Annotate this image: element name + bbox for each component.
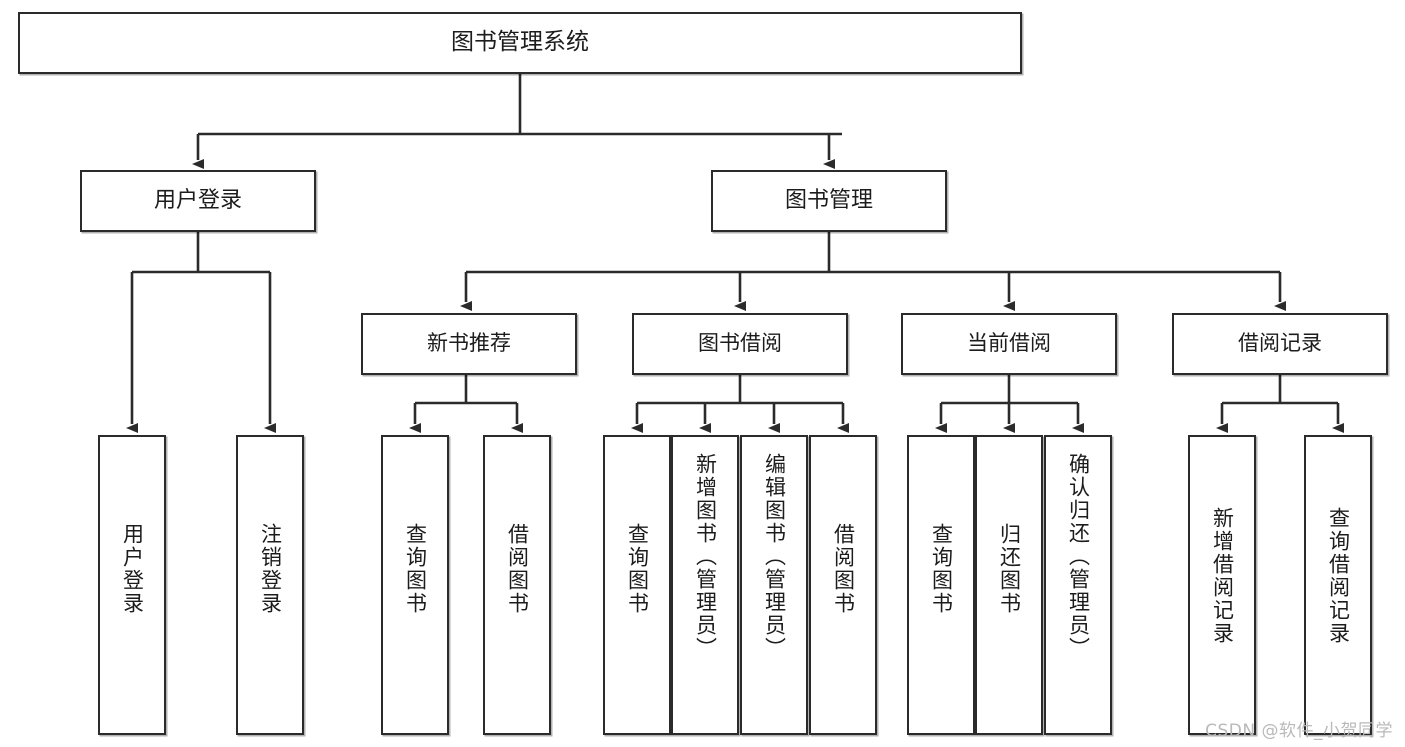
leaf-add-borrow-record-label: 新增借阅记录 — [1210, 507, 1235, 645]
leaf-user-logout[interactable]: 注销登录 — [236, 435, 304, 735]
leaf-query-book-current[interactable]: 查询图书 — [907, 435, 975, 735]
node-borrow-record-label: 借阅记录 — [1238, 331, 1322, 356]
node-book-borrow[interactable]: 图书借阅 — [632, 313, 848, 375]
leaf-query-borrow-record[interactable]: 查询借阅记录 — [1304, 435, 1372, 735]
leaf-borrow-book-recommend[interactable]: 借阅图书 — [483, 435, 551, 735]
leaf-borrow-book-recommend-label: 借阅图书 — [505, 523, 530, 615]
leaf-edit-book-label: 编辑图书（管理员） — [762, 453, 787, 660]
node-user-login-label: 用户登录 — [153, 187, 242, 213]
leaf-add-book[interactable]: 新增图书（管理员） — [671, 435, 739, 735]
leaf-user-logout-label: 注销登录 — [258, 523, 283, 615]
node-book-management[interactable]: 图书管理 — [711, 170, 947, 232]
leaf-user-login-label: 用户登录 — [120, 523, 145, 615]
leaf-add-borrow-record[interactable]: 新增借阅记录 — [1188, 435, 1256, 735]
leaf-user-login[interactable]: 用户登录 — [98, 435, 166, 735]
leaf-borrow-book-borrow-label: 借阅图书 — [831, 523, 856, 615]
node-root-book-management-system[interactable]: 图书管理系统 — [18, 12, 1022, 74]
leaf-query-borrow-record-label: 查询借阅记录 — [1326, 507, 1351, 645]
leaf-borrow-book-borrow[interactable]: 借阅图书 — [809, 435, 877, 735]
csdn-watermark: CSDN @软件_小贺同学 — [1205, 721, 1393, 741]
leaf-query-book-recommend-label: 查询图书 — [403, 523, 428, 615]
leaf-add-book-label: 新增图书（管理员） — [693, 453, 718, 660]
leaf-query-book-current-label: 查询图书 — [929, 523, 954, 615]
leaf-query-book-recommend[interactable]: 查询图书 — [381, 435, 449, 735]
leaf-query-book-borrow[interactable]: 查询图书 — [603, 435, 671, 735]
leaf-confirm-return-label: 确认归还（管理员） — [1066, 453, 1091, 660]
leaf-query-book-borrow-label: 查询图书 — [625, 523, 650, 615]
node-current-borrow[interactable]: 当前借阅 — [901, 313, 1117, 375]
node-borrow-record[interactable]: 借阅记录 — [1172, 313, 1388, 375]
leaf-return-book[interactable]: 归还图书 — [975, 435, 1043, 735]
node-root-label: 图书管理系统 — [451, 29, 589, 56]
node-user-login[interactable]: 用户登录 — [80, 170, 316, 232]
node-book-borrow-label: 图书借阅 — [698, 331, 782, 356]
node-current-borrow-label: 当前借阅 — [967, 331, 1051, 356]
node-new-book-recommend-label: 新书推荐 — [427, 331, 511, 356]
leaf-edit-book[interactable]: 编辑图书（管理员） — [740, 435, 808, 735]
node-book-management-label: 图书管理 — [784, 187, 873, 213]
node-new-book-recommend[interactable]: 新书推荐 — [361, 313, 577, 375]
leaf-confirm-return[interactable]: 确认归还（管理员） — [1044, 435, 1112, 735]
leaf-return-book-label: 归还图书 — [997, 523, 1022, 615]
